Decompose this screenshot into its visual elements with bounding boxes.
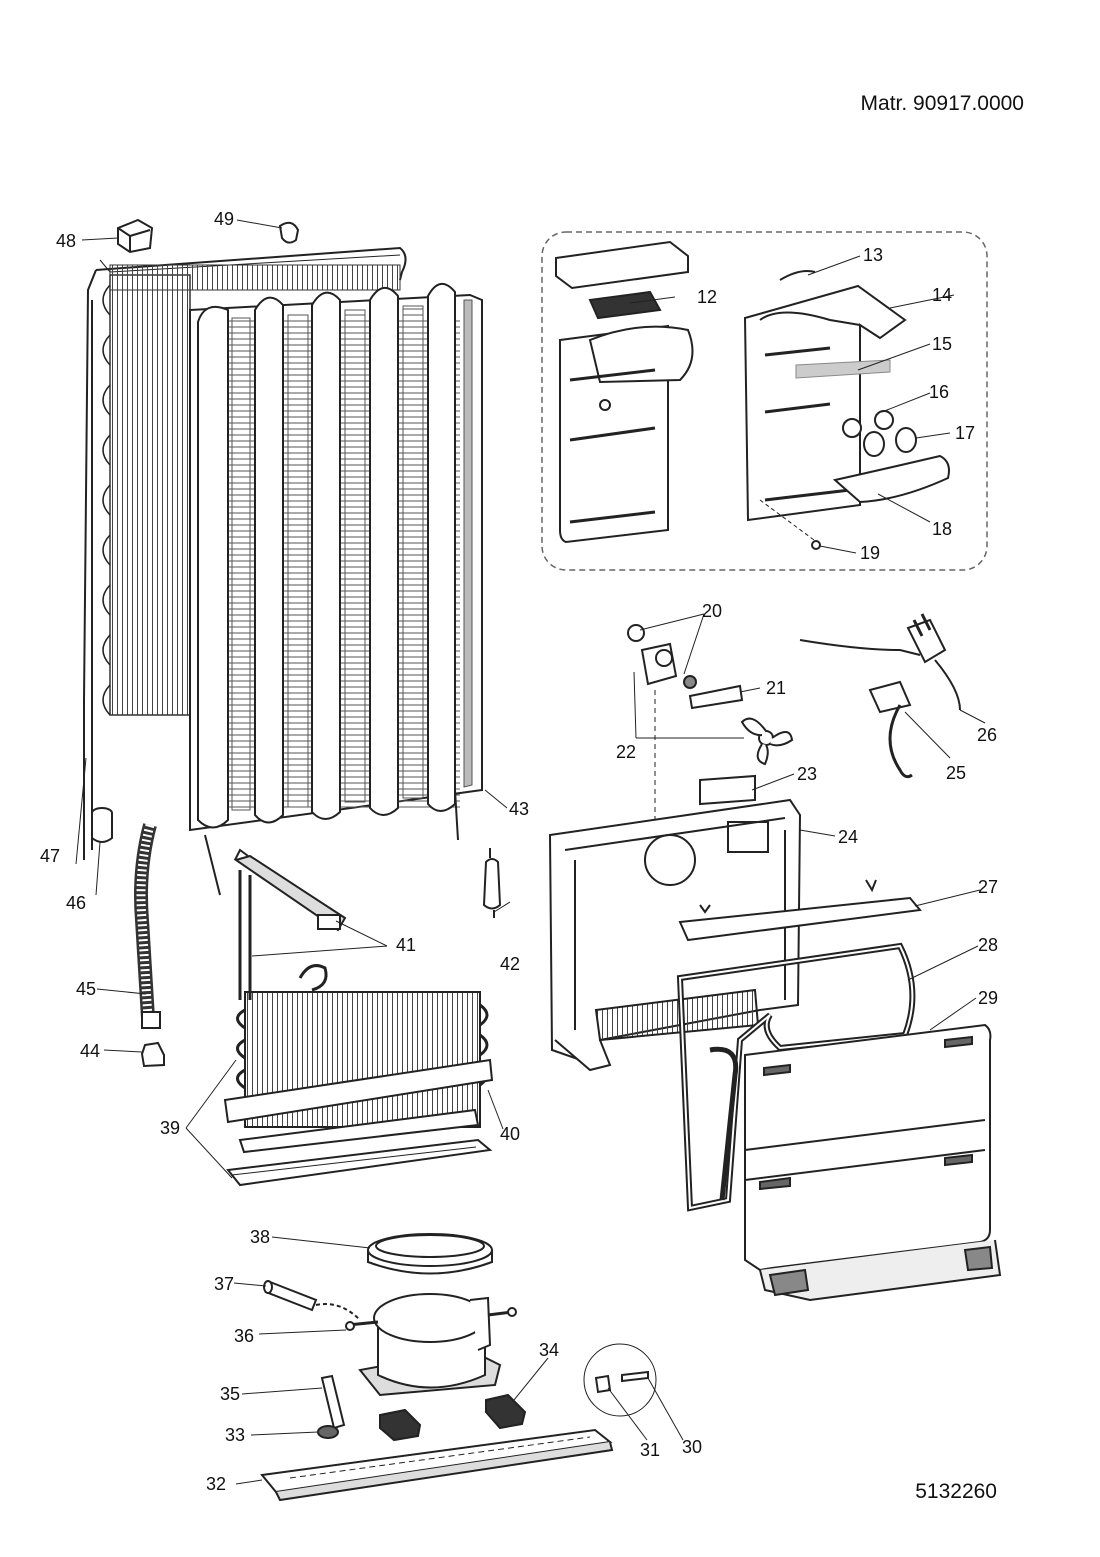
evaporator-assembly bbox=[223, 848, 494, 1187]
label-46: 46 bbox=[66, 893, 86, 913]
label-37: 37 bbox=[214, 1274, 234, 1294]
label-49: 49 bbox=[214, 209, 234, 229]
part-48-cap bbox=[117, 218, 154, 254]
label-41: 41 bbox=[396, 935, 416, 955]
label-27: 27 bbox=[978, 877, 998, 897]
compressor bbox=[345, 1293, 517, 1397]
label-21: 21 bbox=[766, 678, 786, 698]
label-28: 28 bbox=[978, 935, 998, 955]
gasket-28 bbox=[676, 942, 916, 1212]
power-cord-and-capacitor bbox=[799, 613, 961, 779]
condenser-panel bbox=[189, 283, 483, 896]
drawing-number: 5132260 bbox=[915, 1480, 997, 1503]
label-20: 20 bbox=[702, 601, 722, 621]
part-46-sleeve bbox=[91, 807, 113, 843]
label-31: 31 bbox=[640, 1440, 660, 1460]
part-38-grommet-ring bbox=[367, 1233, 493, 1275]
cover-plate-29 bbox=[744, 1023, 1002, 1302]
part-35-bracket bbox=[320, 1374, 346, 1430]
label-45: 45 bbox=[76, 979, 96, 999]
part-34-block bbox=[379, 1393, 527, 1442]
label-24: 24 bbox=[838, 827, 858, 847]
label-38: 38 bbox=[250, 1227, 270, 1247]
label-48: 48 bbox=[56, 231, 76, 251]
label-12: 12 bbox=[697, 287, 717, 307]
label-14: 14 bbox=[932, 285, 952, 305]
label-29: 29 bbox=[978, 988, 998, 1008]
part-42-dryer bbox=[482, 848, 502, 918]
label-43: 43 bbox=[509, 799, 529, 819]
label-22: 22 bbox=[616, 742, 636, 762]
part-31-30-detail bbox=[583, 1343, 657, 1417]
part-labels: 48 49 13 12 14 15 16 17 18 19 20 21 22 2… bbox=[40, 209, 998, 1494]
label-39: 39 bbox=[160, 1118, 180, 1138]
leader-lines bbox=[75, 219, 986, 1485]
label-19: 19 bbox=[860, 543, 880, 563]
label-30: 30 bbox=[682, 1437, 702, 1457]
fan-motor-group bbox=[627, 624, 794, 845]
part-49-clip bbox=[278, 221, 300, 244]
part-44-plug bbox=[140, 1041, 165, 1068]
label-40: 40 bbox=[500, 1124, 520, 1144]
label-33: 33 bbox=[225, 1425, 245, 1445]
label-44: 44 bbox=[80, 1041, 100, 1061]
label-26: 26 bbox=[977, 725, 997, 745]
part-32-base-plate bbox=[260, 1428, 614, 1502]
label-32: 32 bbox=[206, 1474, 226, 1494]
label-23: 23 bbox=[797, 764, 817, 784]
part-37-pipe bbox=[263, 1280, 361, 1321]
part-33-cap bbox=[317, 1425, 339, 1439]
label-42: 42 bbox=[500, 954, 520, 974]
part-45-drain-hose bbox=[134, 823, 161, 1029]
label-16: 16 bbox=[929, 382, 949, 402]
label-13: 13 bbox=[863, 245, 883, 265]
label-35: 35 bbox=[220, 1384, 240, 1404]
label-18: 18 bbox=[932, 519, 952, 539]
label-36: 36 bbox=[234, 1326, 254, 1346]
label-15: 15 bbox=[932, 334, 952, 354]
fan-housing bbox=[548, 774, 922, 1072]
label-17: 17 bbox=[955, 423, 975, 443]
control-housing-group bbox=[541, 231, 988, 571]
rear-condenser bbox=[83, 246, 407, 860]
label-34: 34 bbox=[539, 1340, 559, 1360]
label-25: 25 bbox=[946, 763, 966, 783]
material-number: Matr. 90917.0000 bbox=[860, 92, 1024, 115]
label-47: 47 bbox=[40, 846, 60, 866]
